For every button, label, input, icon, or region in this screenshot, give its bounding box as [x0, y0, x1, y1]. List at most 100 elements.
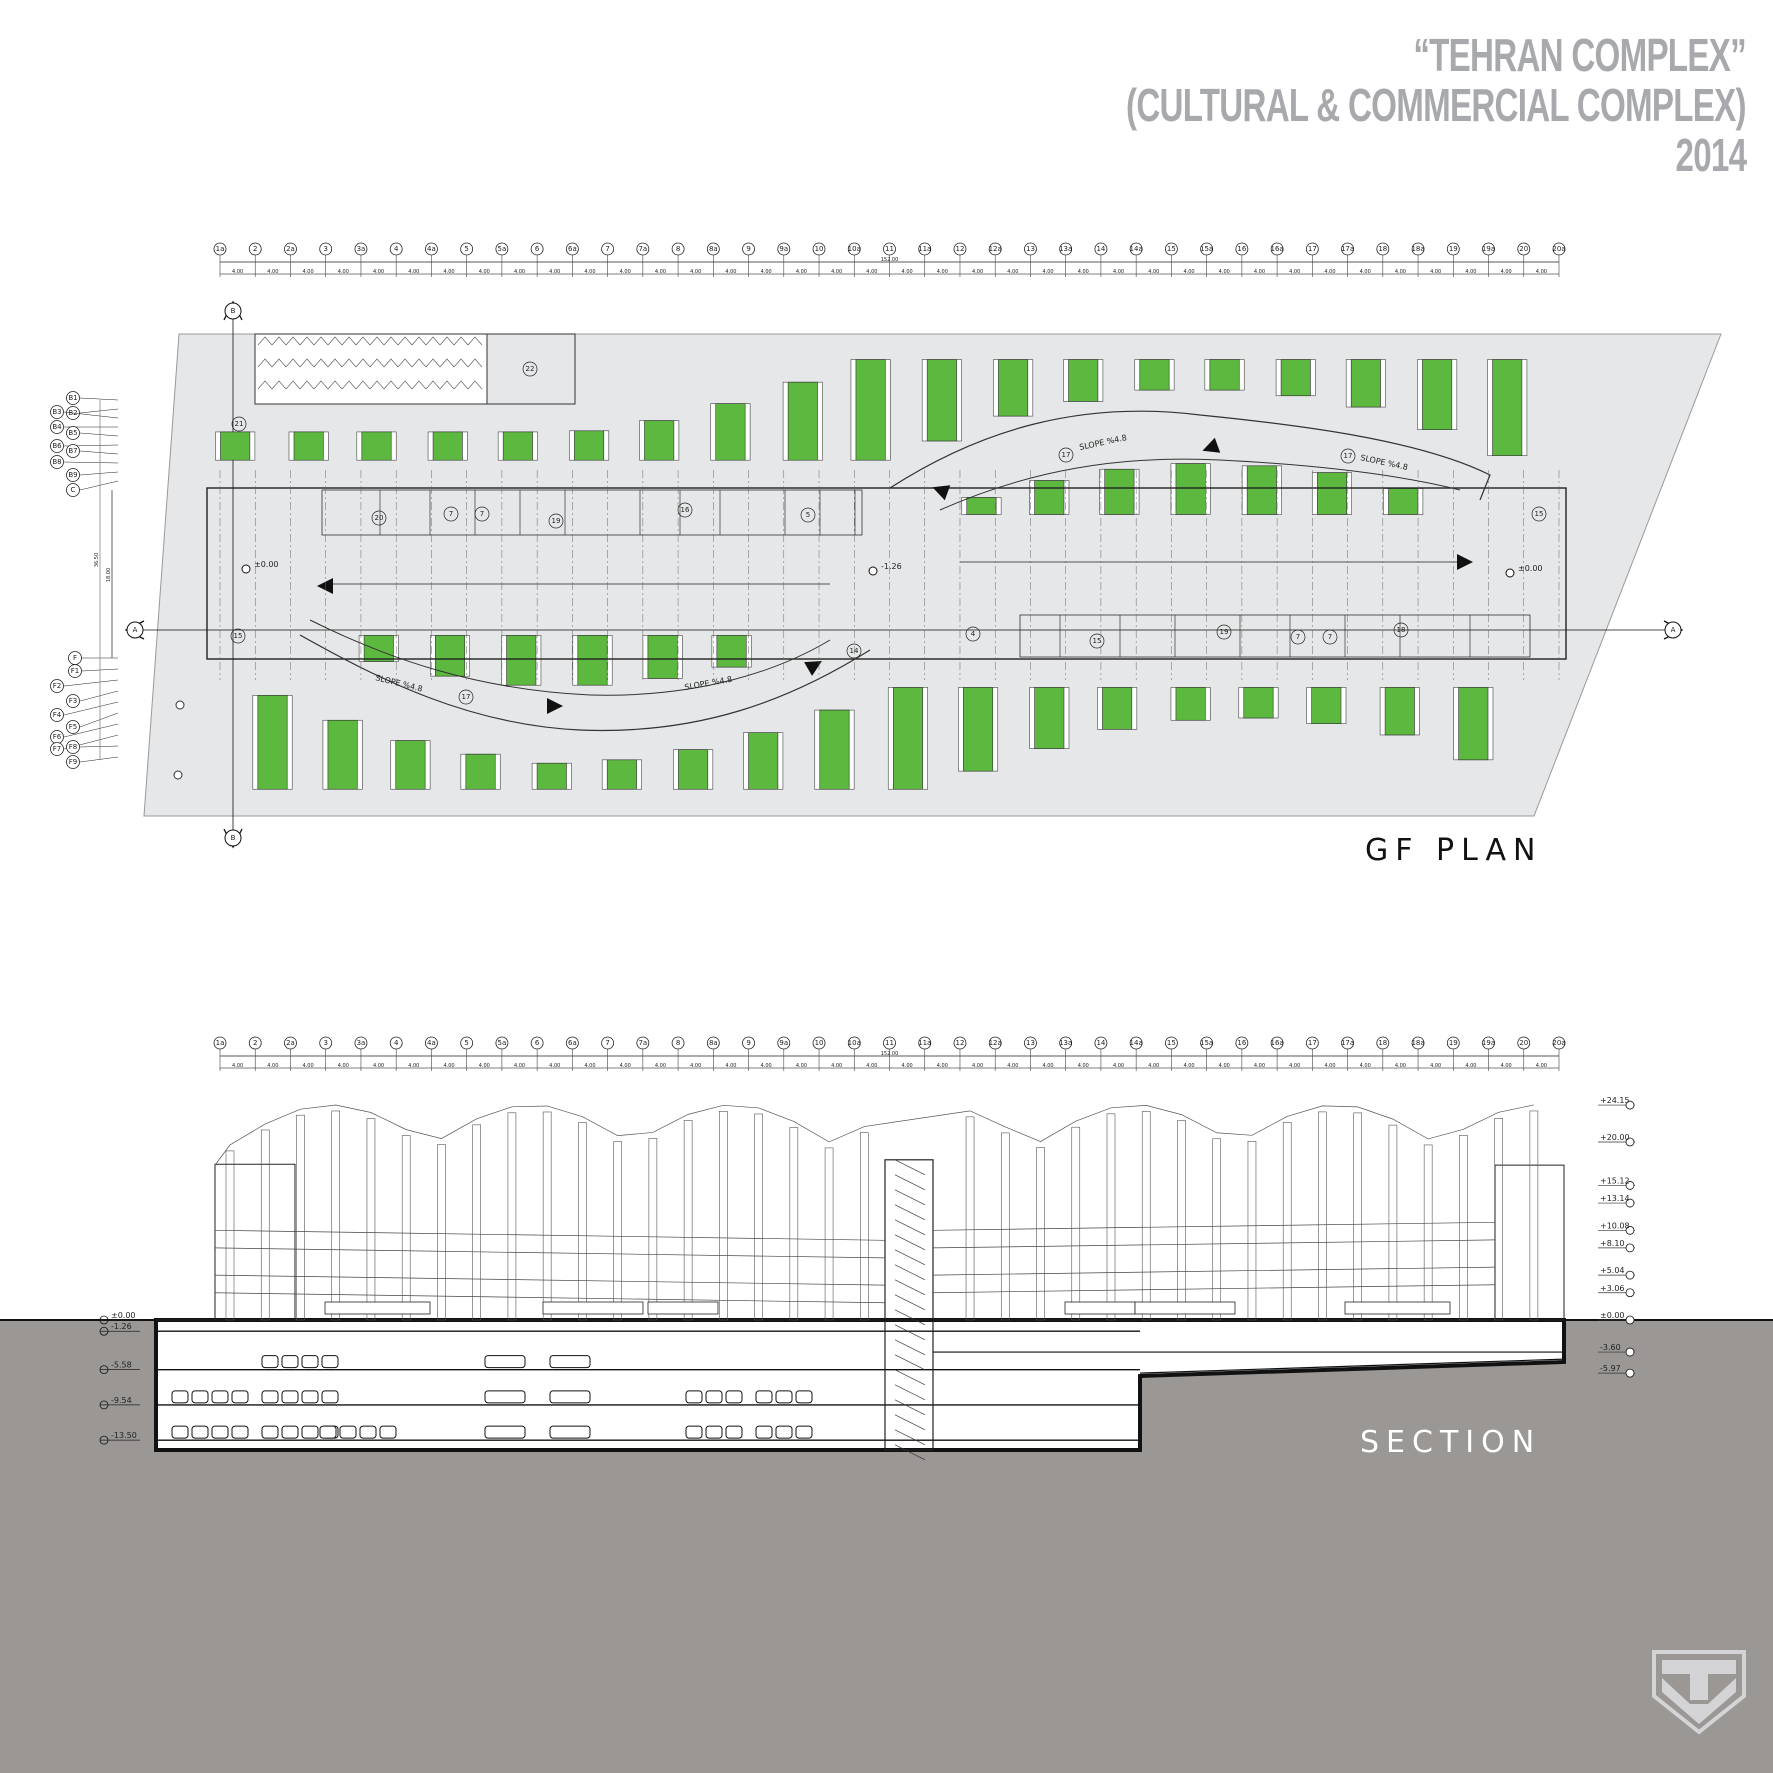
bay-dimension: 4.00 [232, 269, 243, 275]
building-outline [206, 487, 1567, 660]
bay-dimension: 4.00 [690, 269, 701, 275]
row-bubble [50, 708, 64, 722]
bay-dimension: 4.00 [549, 1063, 560, 1069]
row-leader [79, 756, 119, 763]
bay-dimension: 4.00 [1501, 269, 1512, 275]
row-label: F6 [53, 733, 62, 741]
car-icon [231, 1390, 249, 1404]
green-planter [926, 359, 957, 442]
room-tag [800, 507, 816, 523]
section-marker-label: B [231, 834, 236, 842]
grid-label: 2a [286, 245, 295, 253]
green-planter [1388, 488, 1419, 515]
car-icon [484, 1390, 526, 1404]
car-icon [379, 1425, 397, 1439]
room-number: 17 [1062, 451, 1071, 459]
hatch [327, 380, 343, 390]
grid-label: 17 [1308, 1039, 1317, 1047]
car-icon [281, 1355, 299, 1369]
green-planter [1492, 359, 1523, 456]
room-tag [231, 416, 247, 432]
bay-dimension: 4.00 [1360, 1063, 1371, 1069]
green-planter [1209, 359, 1240, 391]
hatch [467, 380, 483, 390]
bay-dimension: 4.00 [1324, 1063, 1335, 1069]
section-level: +10.08 [1600, 1221, 1630, 1230]
bay-dimension: 4.00 [1536, 1063, 1547, 1069]
section-marker: B [223, 828, 243, 849]
column [1459, 1134, 1468, 1321]
room-number: 18 [1397, 626, 1406, 634]
hatch [355, 336, 371, 346]
column [1388, 1124, 1398, 1321]
grid-label: 20 [1519, 1039, 1528, 1047]
section-label: SECTION [1360, 1425, 1541, 1460]
section-marker-label: B [231, 307, 236, 315]
hatch [355, 380, 371, 390]
bay-dimension: 4.00 [1289, 1063, 1300, 1069]
hatch [397, 380, 413, 390]
bay-dimension: 4.00 [514, 1063, 525, 1069]
grid-label: 16 [1237, 245, 1246, 253]
green-planter [1311, 687, 1342, 724]
hatch [299, 358, 315, 368]
green-planter [606, 759, 637, 790]
bay-dimension: 4.00 [902, 269, 913, 275]
grid-label: 18a [1411, 245, 1424, 253]
hatch [467, 336, 483, 346]
grid-label: 13a [1059, 1039, 1072, 1047]
green-planter [536, 762, 567, 790]
section-level: -3.60 [1600, 1343, 1621, 1352]
hatch [285, 358, 301, 368]
floor-slab [214, 1274, 886, 1286]
grid-label: 20a [1552, 1039, 1565, 1047]
section-level: -5.58 [111, 1361, 132, 1370]
plan-level: ±0.00 [254, 560, 279, 569]
car-icon [301, 1390, 319, 1404]
row-label: B8 [52, 458, 61, 466]
car-icon [281, 1425, 299, 1439]
direction-arrow-icon [1457, 554, 1473, 570]
grid-label: 2 [253, 1039, 257, 1047]
room-tag [1531, 506, 1547, 522]
grid-label: 9a [779, 1039, 788, 1047]
hatch [341, 380, 357, 390]
stair-core [884, 1159, 934, 1451]
bay-dimension: 4.00 [1536, 269, 1547, 275]
hatch [369, 380, 385, 390]
room-tag [1290, 629, 1306, 645]
bay-dimension: 4.00 [1113, 269, 1124, 275]
row-leader [79, 712, 119, 728]
grid-label: 7a [638, 245, 647, 253]
column [719, 1111, 728, 1321]
section-grid-ruler: 1a4.0024.002a4.0034.003a4.0044.004a4.005… [213, 1036, 1566, 1071]
grid-label: 4a [427, 245, 436, 253]
hatch [341, 358, 357, 368]
car-icon [484, 1355, 526, 1369]
column [1494, 1118, 1503, 1321]
hatch [439, 358, 455, 368]
row-bubble [66, 426, 80, 440]
roof-line [214, 1104, 1534, 1166]
car-icon [725, 1425, 743, 1439]
green-planter [220, 431, 251, 461]
shopfront [324, 1301, 431, 1315]
room-number: 5 [806, 511, 810, 519]
grid-label: 16 [1237, 1039, 1246, 1047]
green-planter [1102, 687, 1133, 730]
grid-label: 2a [286, 1039, 295, 1047]
bay-dimension: 4.00 [1324, 269, 1335, 275]
grid-label: 11a [918, 245, 931, 253]
total-dimension: 152.00 [881, 257, 899, 263]
room-number: 15 [234, 632, 243, 640]
column [683, 1120, 693, 1321]
section-marker-label: A [1671, 626, 1676, 634]
bay-dimension: 4.00 [1360, 269, 1371, 275]
hatch [285, 336, 301, 346]
hatch [453, 336, 469, 346]
grid-label: 15 [1167, 1039, 1176, 1047]
grid-label: 3 [323, 1039, 327, 1047]
row-label: F9 [69, 758, 77, 766]
grid-label: 3 [323, 245, 327, 253]
